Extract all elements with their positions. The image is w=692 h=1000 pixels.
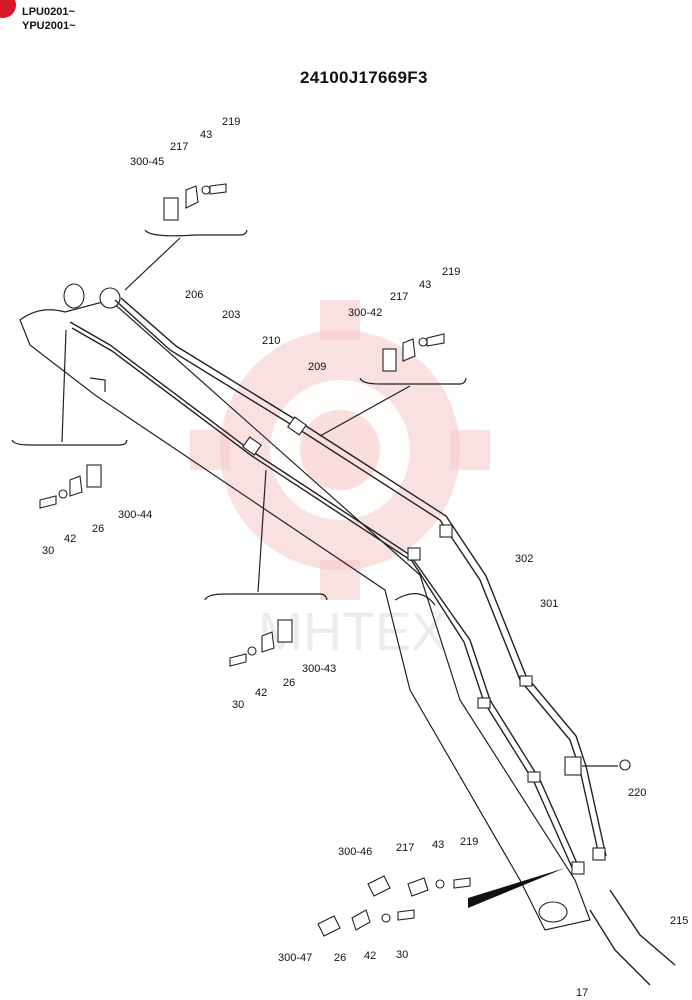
boom-outline	[19, 283, 591, 931]
label-300-44: 300-44	[118, 509, 152, 521]
label-42-left: 42	[64, 533, 76, 545]
clamp-group-bottom-lower	[317, 909, 415, 937]
label-219-top: 219	[222, 116, 240, 128]
label-43-right: 43	[419, 279, 431, 291]
label-301: 301	[540, 598, 558, 610]
label-26-bottom: 26	[334, 952, 346, 964]
label-300-45: 300-45	[130, 156, 164, 168]
label-42-mid: 42	[255, 687, 267, 699]
clamp-group-bottom-upper	[367, 875, 471, 897]
label-217-right: 217	[390, 291, 408, 303]
label-43-top: 43	[200, 129, 212, 141]
label-300-42: 300-42	[348, 307, 382, 319]
label-26-mid: 26	[283, 677, 295, 689]
callout-leaders	[11, 229, 565, 908]
clamp-group-top	[163, 183, 227, 221]
label-217-top: 217	[170, 141, 188, 153]
label-300-47: 300-47	[278, 952, 312, 964]
label-209: 209	[308, 361, 326, 373]
label-300-43: 300-43	[302, 663, 336, 675]
hydraulic-lines	[69, 297, 676, 986]
part-labels: 219 43 217 300-45 219 43 217 300-42 206 …	[42, 116, 688, 999]
label-30-left: 30	[42, 545, 54, 557]
label-203: 203	[222, 309, 240, 321]
label-42-bottom: 42	[364, 950, 376, 962]
label-215: 215	[670, 915, 688, 927]
label-26-left: 26	[92, 523, 104, 535]
label-219-right: 219	[442, 266, 460, 278]
serial-range-2: YPU2001~	[22, 20, 76, 32]
clamp-group-right	[382, 333, 445, 372]
label-219-bottom: 219	[460, 836, 478, 848]
label-43-bottom: 43	[432, 839, 444, 851]
serial-range-1: LPU0201~	[22, 6, 75, 18]
clamp-group-middle	[229, 619, 293, 667]
label-300-46: 300-46	[338, 846, 372, 858]
watermark-gear-icon	[190, 300, 490, 600]
label-220: 220	[628, 787, 646, 799]
diagram-part-number: 24100J17669F3	[300, 68, 428, 87]
label-217-bottom: 217	[396, 842, 414, 854]
clamp-group-left	[39, 464, 102, 509]
corner-logo-mark	[0, 0, 16, 18]
label-302: 302	[515, 553, 533, 565]
label-206: 206	[185, 289, 203, 301]
label-210: 210	[262, 335, 280, 347]
label-17: 17	[576, 987, 588, 999]
label-30-mid: 30	[232, 699, 244, 711]
label-30-bottom: 30	[396, 949, 408, 961]
